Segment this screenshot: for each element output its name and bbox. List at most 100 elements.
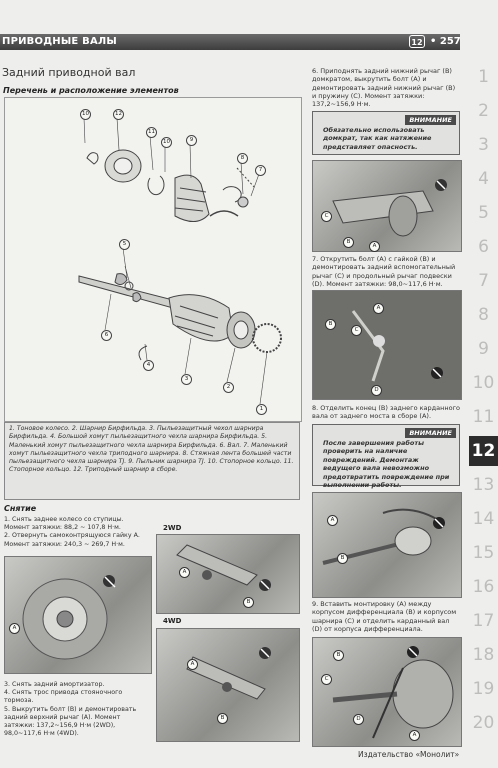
page-header-title: ПРИВОДНЫЕ ВАЛЫ (2, 36, 117, 47)
chapter-tab-1[interactable]: 1 (478, 67, 489, 87)
diagram-label: 4 (143, 360, 154, 371)
step-text: 5. Выкрутить болт (В) и демонтировать за… (4, 705, 137, 738)
publisher-footer: Издательство «Монолит» (358, 750, 460, 759)
section-subtitle: Перечень и расположение элементов (3, 86, 179, 95)
tj-boot-part (174, 174, 210, 222)
chapter-tab-5[interactable]: 5 (478, 203, 489, 223)
warning-text: После завершения работы проверить на нал… (323, 439, 450, 490)
callout-c: C (321, 674, 332, 685)
chapter-tab-4[interactable]: 4 (478, 169, 489, 189)
trailing-arm-photo: A B C D (312, 290, 462, 400)
callout-a: A (187, 659, 198, 670)
callout-b: B (217, 713, 228, 724)
step-6-text: 6. Приподнять задний нижний рычаг (В) до… (312, 67, 456, 109)
removal-steps-bottom: 3. Снять задний амортизатор. 4. Снять тр… (4, 681, 150, 738)
chapter-tab-6[interactable]: 6 (478, 237, 489, 257)
wheel-hub-drawing (22, 575, 116, 660)
differential-drawing (332, 646, 454, 739)
birfield-boot-part (168, 294, 234, 342)
photo-2wd: A B (156, 534, 300, 614)
page-number: • 257 (430, 36, 461, 47)
lower-arm-drawing (332, 179, 447, 237)
callout-c: C (351, 325, 362, 336)
warning-tag: ВНИМАНИЕ (405, 115, 456, 125)
callout-a: A (179, 567, 190, 578)
diagram-caption: 1. Тоновое колесо. 2. Шарнир Бирфильда. … (4, 422, 300, 500)
step-text: 2. Отвернуть самоконтрящуюся гайку А. Мо… (4, 532, 140, 548)
callout-a: A (369, 241, 380, 252)
callout-d: D (371, 385, 382, 396)
removal-title: Снятие (4, 504, 37, 513)
callout-b: B (243, 597, 254, 608)
photo-4wd: A B (156, 628, 300, 742)
chapter-tab-18[interactable]: 18 (472, 645, 495, 665)
chapter-tab-15[interactable]: 15 (472, 543, 495, 563)
step-text: 4. Снять трос привода стояночного тормоз… (4, 689, 123, 705)
chapter-tab-17[interactable]: 17 (472, 611, 495, 631)
diagram-label: 8 (237, 153, 248, 164)
page-header-bar (0, 34, 460, 50)
chapter-tab-13[interactable]: 13 (472, 475, 495, 495)
diagram-label: 3 (181, 374, 192, 385)
chapter-tab-16[interactable]: 16 (472, 577, 495, 597)
section-title: Задний приводной вал (2, 66, 136, 79)
upper-arm-4wd-drawing (186, 647, 271, 700)
diagram-label: 12 (113, 109, 124, 120)
diagram-label: 5 (119, 239, 130, 250)
label-4wd: 4WD (163, 617, 182, 625)
ring-part (147, 175, 165, 196)
chapter-tab-3[interactable]: 3 (478, 135, 489, 155)
diagram-label: 11 (146, 127, 157, 138)
callout-a: A (9, 623, 20, 634)
step-text: 1. Снять заднее колесо со ступицы. Момен… (4, 516, 124, 532)
diagram-label: 10 (80, 109, 91, 120)
chapter-tab-8[interactable]: 8 (478, 305, 489, 325)
chapter-tab-14[interactable]: 14 (472, 509, 495, 529)
exploded-diagram: 10 12 11 10 9 8 7 5 6 4 3 2 1 (4, 97, 302, 422)
driveshaft-separate-drawing (322, 508, 445, 565)
upper-arm-2wd-drawing (176, 544, 271, 591)
warning-text: Обязательно использовать домкрат, так ка… (323, 126, 432, 151)
callout-b: B (325, 319, 336, 330)
callout-d: D (353, 714, 364, 725)
callout-c: C (321, 211, 332, 222)
diagram-label: 9 (186, 135, 197, 146)
step-7-text: 7. Открутить болт (А) с гайкой (В) и дем… (312, 255, 456, 288)
chapter-tab-12[interactable]: 12 (469, 436, 498, 466)
driveshaft-photo: A B (312, 492, 462, 598)
diagram-label: 2 (223, 382, 234, 393)
chapter-tab-2[interactable]: 2 (478, 101, 489, 121)
diagram-label: 7 (255, 165, 266, 176)
callout-a: A (373, 303, 384, 314)
brand-logo-icon: 12 (409, 35, 425, 48)
diagram-label: 1 (256, 404, 267, 415)
wheel-hub-photo: A (4, 556, 152, 674)
differential-photo: B C D A (312, 637, 462, 747)
callout-b: B (343, 237, 354, 248)
callout-a: A (409, 730, 420, 741)
step-8-text: 8. Отделить конец (В) заднего карданного… (312, 404, 460, 421)
warning-box-2: ВНИМАНИЕ После завершения работы провери… (312, 424, 460, 490)
callout-b: B (333, 650, 344, 661)
trailing-arm-drawing (313, 291, 461, 399)
chapter-tab-7[interactable]: 7 (478, 271, 489, 291)
removal-steps-top: 1. Снять заднее колесо со ступицы. Момен… (4, 516, 150, 549)
chapter-tab-9[interactable]: 9 (478, 339, 489, 359)
diagram-label: 10 (161, 137, 172, 148)
tone-wheel-part (252, 323, 282, 353)
chapter-tab-10[interactable]: 10 (472, 373, 495, 393)
driveshaft-exploded-drawing (78, 117, 282, 405)
label-2wd: 2WD (163, 524, 182, 532)
lower-arm-photo: C B A (312, 160, 462, 252)
chapter-tab-20[interactable]: 20 (472, 713, 495, 733)
warning-tag: ВНИМАНИЕ (405, 428, 456, 438)
warning-box-1: ВНИМАНИЕ Обязательно использовать домкра… (312, 111, 460, 155)
step-9-text: 9. Вставить монтировку (А) между корпусо… (312, 600, 457, 633)
step-text: 3. Снять задний амортизатор. (4, 681, 105, 688)
chapter-tab-19[interactable]: 19 (472, 679, 495, 699)
snap-ring-part (86, 152, 99, 165)
diagram-label: 6 (101, 330, 112, 341)
chapter-tab-11[interactable]: 11 (472, 407, 495, 427)
band-part (209, 210, 239, 217)
